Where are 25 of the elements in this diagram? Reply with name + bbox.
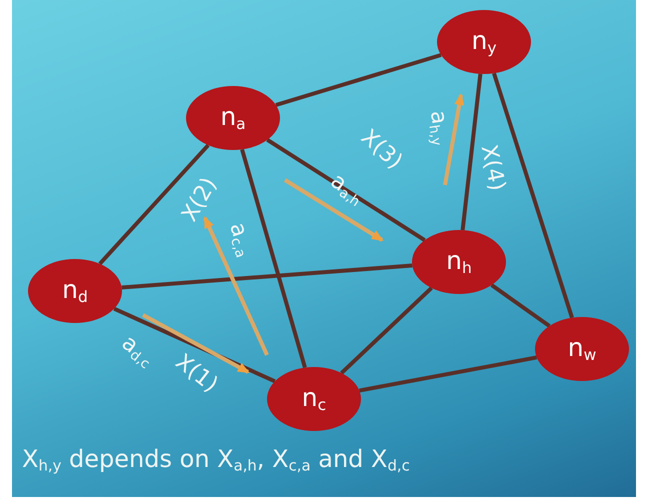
caption: X$_{h,y}$ depends on X$_{a,h}$, X$_{c,a}$ and X$_{d,c}$ <box>22 445 410 475</box>
node-label: n$_{d}$ <box>62 276 88 306</box>
connector-line <box>492 72 574 318</box>
connector-line <box>266 138 426 242</box>
node-label: n$_{a}$ <box>220 104 246 132</box>
node-label: n$_{w}$ <box>568 334 596 364</box>
math-label: X(4) <box>476 143 508 193</box>
node-ellipse <box>437 10 531 74</box>
connector-line <box>122 264 412 290</box>
node-ellipse <box>412 230 506 294</box>
connector-line <box>490 283 551 328</box>
node-label: n$_{y}$ <box>471 28 497 56</box>
connector-line <box>240 148 307 368</box>
connector-line <box>460 74 482 230</box>
node-label: n$_{c}$ <box>302 384 326 414</box>
node-ellipse <box>186 86 280 150</box>
node-label: n$_{h}$ <box>446 248 472 276</box>
node-ellipse <box>267 367 361 431</box>
connector-line <box>113 306 276 384</box>
node-ellipse <box>535 317 629 381</box>
connector-line <box>98 144 210 266</box>
node-ellipse <box>28 259 122 323</box>
connector-line <box>340 286 433 374</box>
connector-line <box>358 355 538 393</box>
connector-line <box>275 53 442 107</box>
